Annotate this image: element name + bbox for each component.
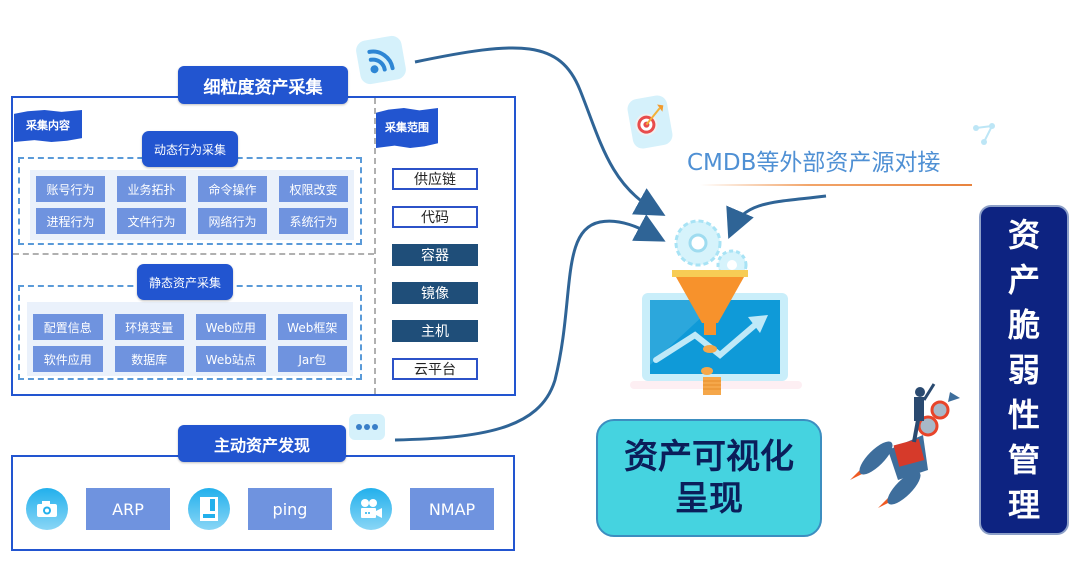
discovery-ping: ping [248, 488, 332, 530]
asset-visualization-box: 资产可视化呈现 [596, 419, 822, 537]
camera-icon [26, 488, 68, 530]
vulnerability-management-box: 资 产 脆 弱 性 管 理 [979, 205, 1069, 535]
dynamic-item: 权限改变 [279, 176, 348, 202]
target-icon [625, 93, 675, 151]
rss-icon [354, 34, 408, 86]
arrow-collection-to-funnel [414, 46, 666, 216]
discovery-nmap: NMAP [410, 488, 494, 530]
server-icon [188, 488, 230, 530]
vuln-char: 性 [1007, 395, 1040, 434]
scope-item-host: 主机 [392, 320, 478, 342]
dynamic-item: 业务拓扑 [117, 176, 186, 202]
scope-item-supply-chain: 供应链 [392, 168, 478, 190]
network-node-icon [972, 122, 1000, 150]
static-item: 配置信息 [33, 314, 103, 340]
scope-item-code: 代码 [392, 206, 478, 228]
dynamic-item: 文件行为 [117, 208, 186, 234]
static-item: 环境变量 [114, 314, 184, 340]
video-camera-icon [350, 488, 392, 530]
chat-bubble-icon [349, 414, 385, 440]
collection-title: 细粒度资产采集 [178, 66, 348, 104]
scope-flag: 采集范围 [376, 108, 438, 148]
discovery-arp: ARP [86, 488, 170, 530]
gear-icon [674, 219, 748, 281]
horizontal-divider [13, 253, 374, 255]
dynamic-item: 账号行为 [36, 176, 105, 202]
dynamic-items-grid: 账号行为 业务拓扑 命令操作 权限改变 进程行为 文件行为 网络行为 系统行为 [30, 170, 354, 240]
dynamic-item: 网络行为 [198, 208, 267, 234]
rocket-illustration [848, 380, 968, 520]
cmdb-underline [700, 184, 972, 186]
arrow-cmdb-to-funnel [726, 194, 827, 240]
dynamic-item: 系统行为 [279, 208, 348, 234]
scope-item-cloud: 云平台 [392, 358, 478, 380]
static-item: 数据库 [114, 346, 184, 372]
discovery-title: 主动资产发现 [178, 425, 346, 462]
static-item: Web应用 [196, 314, 266, 340]
static-item: Jar包 [277, 346, 347, 372]
vuln-char: 管 [1007, 440, 1040, 479]
content-flag: 采集内容 [14, 110, 82, 142]
static-item: Web站点 [196, 346, 266, 372]
scope-item-image: 镜像 [392, 282, 478, 304]
static-item: Web框架 [277, 314, 347, 340]
static-collection-title: 静态资产采集 [137, 264, 233, 300]
vuln-char: 产 [1007, 260, 1040, 299]
dynamic-item: 命令操作 [198, 176, 267, 202]
vuln-char: 资 [1007, 215, 1040, 254]
dynamic-collection-title: 动态行为采集 [142, 131, 238, 167]
arrow-discovery-to-funnel [394, 214, 666, 442]
discovery-items: ARP ping NMAP [26, 487, 496, 531]
funnel-monitor-illustration [620, 215, 810, 395]
dynamic-item: 进程行为 [36, 208, 105, 234]
cmdb-integration-label: CMDB等外部资产源对接 [687, 150, 941, 176]
vertical-divider [374, 98, 376, 394]
vuln-char: 弱 [1007, 350, 1040, 389]
vuln-char: 脆 [1007, 305, 1040, 344]
static-items-grid: 配置信息 环境变量 Web应用 Web框架 软件应用 数据库 Web站点 Jar… [27, 302, 353, 376]
scope-list: 供应链 代码 容器 镜像 主机 云平台 [392, 168, 478, 396]
scope-item-container: 容器 [392, 244, 478, 266]
vuln-char: 理 [1007, 485, 1040, 524]
static-item: 软件应用 [33, 346, 103, 372]
